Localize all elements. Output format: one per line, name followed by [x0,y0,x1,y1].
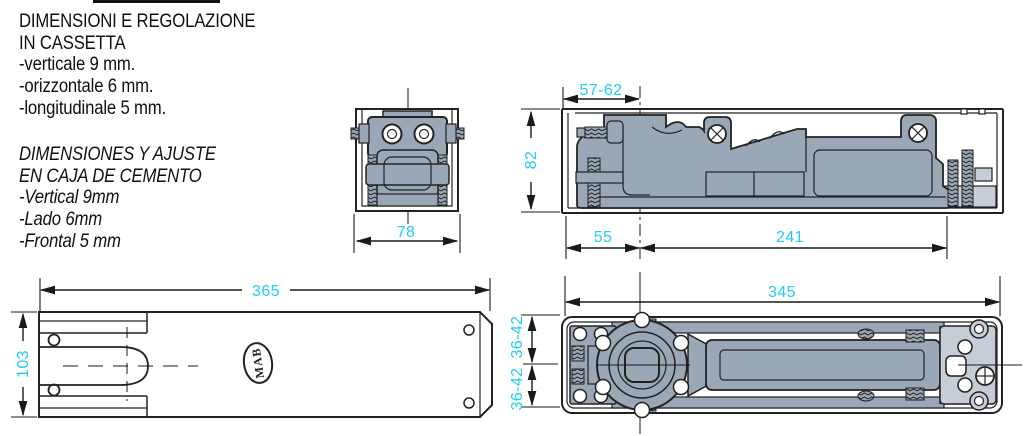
notes-es-item-frontal: -Frontal 5 mm [19,230,121,252]
cover-screw-hole-top [463,324,475,336]
dim-side-body: 241 [639,216,948,259]
dim-label-36-42-lower: 36-42 [509,368,526,411]
dim-label-57-62: 57-62 [580,82,623,99]
mechanism-plan-view: 345 36-42 36-42 [509,272,1022,434]
mech-piston-housing [705,339,941,391]
dim-label-365: 365 [252,283,280,300]
notes-it-title-line1: DIMENSIONI E REGOLAZIONE [19,11,256,32]
dim-cover-length: 365 [39,278,491,311]
notes-it-item-longitudinal: -longitudinale 5 mm. [19,97,167,119]
front-pivot-right [413,123,435,145]
dim-front-width: 78 [353,214,461,253]
front-pivot-left [381,123,403,145]
dim-side-spindle-range: 57-62 [562,82,641,108]
notes-it-title-line2: IN CASSETTA [19,32,126,54]
notes-es-title-line2: EN CAJA DE CEMENTO [19,165,202,187]
notes-es-item-vertical: -Vertical 9mm [19,187,120,209]
side-mechanism-body [575,114,997,209]
mab-logo: MAB [242,342,274,384]
dim-mech-length: 345 [564,276,1001,316]
cover-screw-hole-bottom [463,397,475,409]
notes-spanish: DIMENSIONES Y AJUSTE EN CAJA DE CEMENTO … [19,144,292,253]
side-adjuster-screw [575,157,624,208]
cover-plate [38,311,493,418]
notes-es-item-side: -Lado 6mm [19,209,102,231]
notes-italian: DIMENSIONI E REGOLAZIONE IN CASSETTA -ve… [19,11,292,120]
dim-label-36-42-upper: 36-42 [509,316,526,359]
dim-label-82: 82 [523,151,540,170]
dim-label-55: 55 [594,229,613,246]
dim-label-345: 345 [768,284,796,301]
mech-valve-screw [975,366,995,386]
side-valve-screws [947,149,993,207]
side-arm-screw-left [707,124,727,144]
notes-it-item-horizontal: -orizzontale 6 mm. [19,76,154,98]
side-arm-screw-right [908,123,928,143]
dim-label-241: 241 [776,229,804,246]
dim-cover-width: 103 [11,311,37,418]
dim-label-78: 78 [397,224,416,241]
notes-it-item-vertical: -verticale 9 mm. [19,54,136,76]
dim-mech-widths: 36-42 36-42 [509,314,560,411]
dim-label-103: 103 [15,350,32,378]
notes-es-title-line1: DIMENSIONES Y AJUSTE [19,144,216,165]
side-clamp-screw [584,126,608,139]
mab-logo-text: MAB [249,347,267,380]
front-mechanism [350,110,465,207]
dim-side-height: 82 [521,108,560,213]
side-view: 57-62 82 55 241 [521,82,1004,260]
crop-artifact-bar [93,0,220,3]
dim-side-spindle: 55 [565,216,641,259]
cover-plan-view: MAB 365 103 [11,278,493,418]
cover-fork-slot [39,312,198,417]
front-view: 78 [350,88,465,253]
